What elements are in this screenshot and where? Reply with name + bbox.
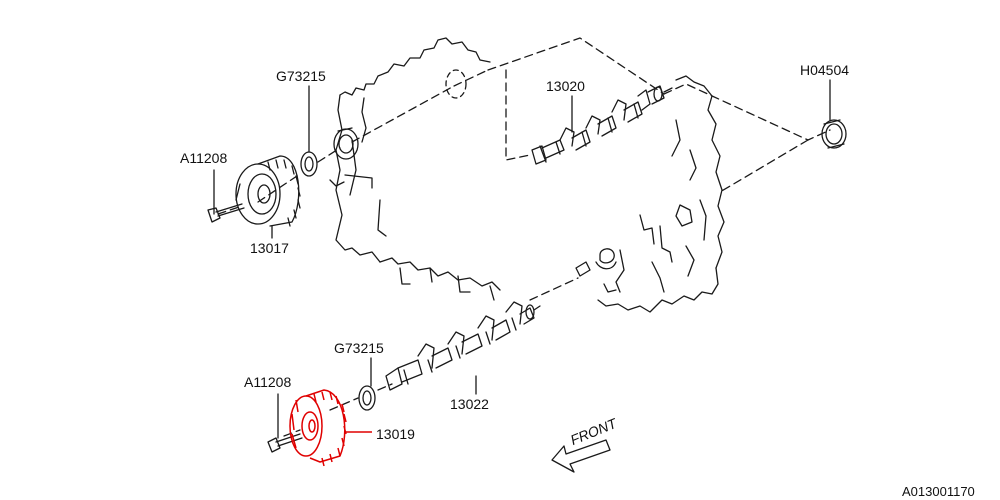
cylinder-head-outline [329, 37, 725, 313]
label-h04504: H04504 [800, 62, 850, 78]
label-a11208-upper: A11208 [180, 150, 228, 166]
lower-oring [358, 385, 376, 411]
dashed-guides [217, 37, 831, 437]
leader-lines [213, 79, 831, 439]
diagram-code: A013001170 [902, 484, 975, 499]
upper-head-seal [333, 127, 359, 160]
front-arrow-icon [551, 439, 611, 473]
seal-h04504 [821, 119, 847, 149]
label-13019: 13019 [376, 426, 415, 442]
label-g73215-lower: G73215 [334, 340, 384, 356]
label-13022: 13022 [450, 396, 489, 412]
upper-sprocket [235, 155, 301, 227]
label-a11208-lower: A11208 [244, 374, 292, 390]
lower-camshaft [385, 301, 541, 391]
upper-bolt [207, 203, 245, 223]
label-g73215-upper: G73215 [276, 68, 326, 84]
upper-camshaft [531, 85, 673, 165]
label-13017: 13017 [250, 240, 289, 256]
upper-oring [300, 151, 318, 177]
lower-bolt [267, 433, 303, 453]
highlighted-sprocket-13019 [289, 389, 372, 467]
dashed-oring [445, 69, 467, 99]
label-13020: 13020 [546, 78, 585, 94]
